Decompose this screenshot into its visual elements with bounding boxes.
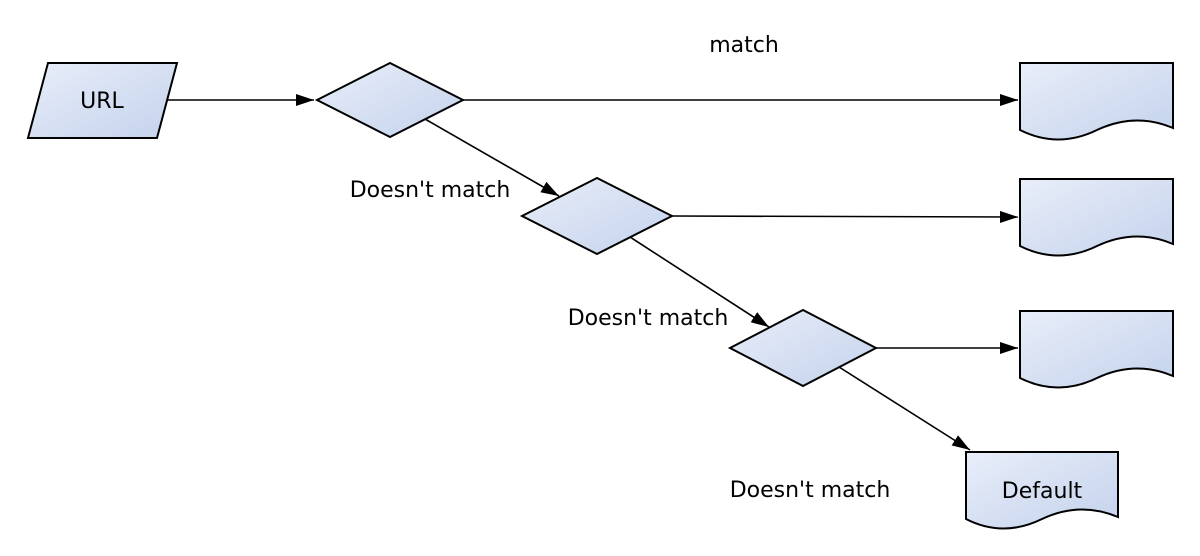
url-node-label: URL: [80, 89, 124, 114]
view-document-node-2: [1019, 178, 1174, 257]
doesnt-match-label-3: Doesn't match: [730, 478, 891, 503]
labels-layer: URL match Doesn't match Doesn't match Do…: [80, 33, 1082, 504]
edge-decision3-nomatch-to-default: [838, 366, 971, 451]
url-input-node: [26, 62, 179, 139]
edge-decision2-match-to-view2: [671, 210, 1019, 223]
default-document-node: [965, 451, 1119, 530]
decision-node-1: [314, 61, 466, 139]
edges-layer: [167, 94, 1019, 451]
doesnt-match-label-2: Doesn't match: [568, 306, 729, 331]
decision-node-3: [727, 308, 879, 388]
edge-decision1-nomatch-to-decision2: [424, 118, 560, 197]
nodes-layer: [26, 61, 1174, 530]
doesnt-match-label-1: Doesn't match: [350, 178, 511, 203]
view-document-node-1: [1019, 62, 1174, 141]
decision-node-2: [519, 176, 675, 256]
match-edge-label: match: [709, 33, 779, 58]
view-document-node-3: [1019, 310, 1174, 389]
edge-decision2-nomatch-to-decision3: [629, 236, 770, 328]
default-node-label: Default: [1002, 479, 1083, 504]
